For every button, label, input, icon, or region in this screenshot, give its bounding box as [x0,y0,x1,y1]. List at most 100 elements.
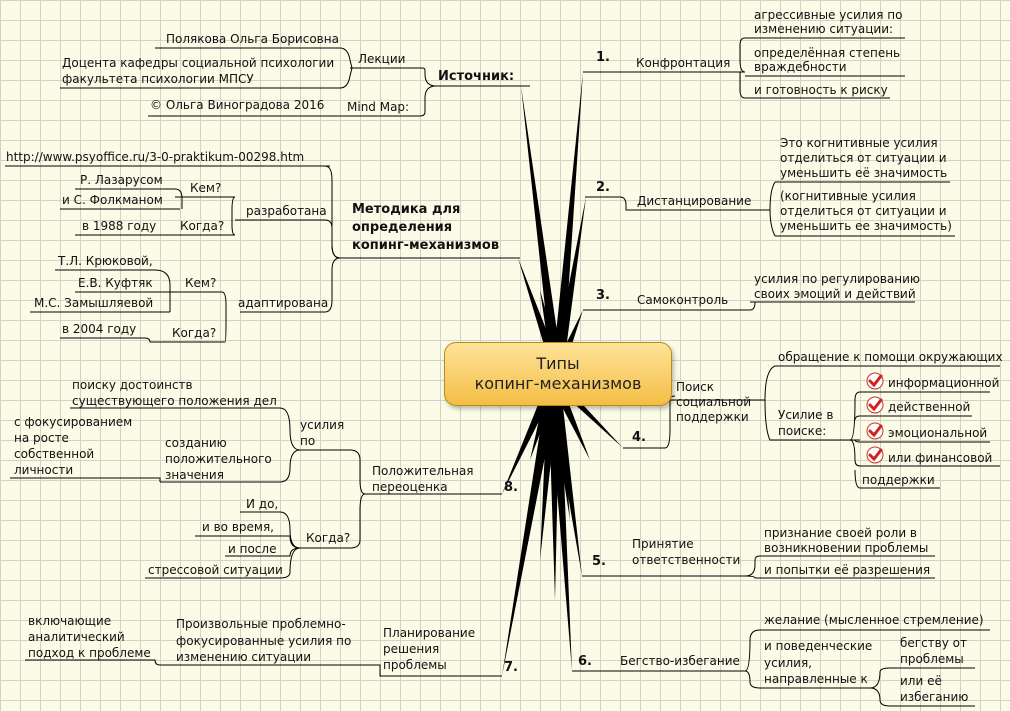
branch8-po2-line2[interactable]: положительного [165,452,272,466]
branch8-when4[interactable]: стрессовой ситуации [148,563,283,577]
branch1-detail1-line1[interactable]: агрессивные усилия по [754,8,903,22]
branch8-focus-line1[interactable]: с фокусированием [14,415,133,429]
branch8-po2-line1[interactable]: созданию [165,436,227,450]
branch4-option3[interactable]: эмоциональной [888,426,988,440]
branch2-number: 2. [596,180,610,195]
central-topic[interactable]: Типы копинг-механизмов [444,342,672,406]
branch8-focus-line3[interactable]: собственной [14,447,95,461]
source-title[interactable]: Источник: [438,69,515,84]
branch3-label[interactable]: Самоконтроль [637,293,729,307]
branch6-detail4-line2[interactable]: избеганию [900,690,969,704]
method-adapt-author3[interactable]: М.С. Замышляевой [34,296,154,310]
method-dev-author2[interactable]: и С. Фолкманом [62,193,163,207]
branch3-number: 3. [596,288,610,303]
branch8-when[interactable]: Когда? [306,531,351,545]
branch6-detail2-line1[interactable]: и поведенческие [764,639,873,653]
branch8-when1[interactable]: И до, [246,497,279,511]
source-lectures[interactable]: Лекции [358,52,406,66]
source-author[interactable]: Полякова Ольга Борисовна [166,32,339,46]
branch1-detail2-line2[interactable]: враждебности [754,60,847,74]
method-title-line2[interactable]: определения [352,220,453,235]
branch6-detail3-line2[interactable]: проблемы [900,652,964,666]
branch7-label-line1[interactable]: Планирование [383,626,476,640]
branch4-tail[interactable]: поддержки [862,473,935,487]
branch8-when3[interactable]: и после [228,542,277,556]
branch5-detail2[interactable]: и попытки её разрешения [764,563,931,577]
branch2-detail2-line1[interactable]: (когнитивные усилия [780,189,916,203]
method-dev-when[interactable]: Когда? [180,219,225,233]
method-title-line3[interactable]: копинг-механизмов [352,238,500,253]
branch5-detail1-line1[interactable]: признание своей роли в [764,526,918,540]
branch7-detail1-line1[interactable]: Произвольные проблемно- [176,617,346,631]
checkmark-icon [866,446,884,464]
branch4-usilie-line2[interactable]: поиске: [778,424,827,438]
branch7-detail1-line3[interactable]: изменению ситуации [176,650,312,664]
method-adapted[interactable]: адаптирована [238,296,329,310]
branch6-detail2-line2[interactable]: усилия, [764,656,812,670]
branch3-detail1-line1[interactable]: усилия по регулированию [754,272,921,286]
branch4-label-line2[interactable]: социальной [676,395,751,409]
branch8-focus-line4[interactable]: личности [14,463,74,477]
method-title-line1[interactable]: Методика для [352,202,461,217]
source-mindmap[interactable]: Mind Map: [347,100,410,114]
branch5-label-line2[interactable]: ответственности [632,553,741,567]
method-adapt-when[interactable]: Когда? [172,326,217,340]
branch8-focus-line2[interactable]: на росте [14,431,69,445]
branch8-label-line2[interactable]: переоценка [372,480,448,494]
branch8-when2[interactable]: и во время, [202,520,274,534]
branch8-label-line1[interactable]: Положительная [372,464,474,478]
branch8-po2-line3[interactable]: значения [165,468,224,482]
branch4-label-line1[interactable]: Поиск [676,380,715,394]
branch8-po1-line1[interactable]: поиску достоинств [72,378,193,392]
source-copyright[interactable]: © Ольга Виноградова 2016 [150,98,325,112]
method-adapt-author2[interactable]: Е.В. Куфтяк [78,276,153,290]
branch6-detail1[interactable]: желание (мысленное стремление) [764,613,984,627]
branch7-detail1-line2[interactable]: фокусированные усилия по [176,634,352,648]
branch7-detail2-line3[interactable]: подход к проблеме [28,646,151,660]
branch2-detail1-line1[interactable]: Это когнитивные усилия [780,136,938,150]
method-url[interactable]: http://www.psyoffice.ru/3-0-praktikum-00… [6,150,305,164]
branch6-label[interactable]: Бегство-избегание [620,654,740,668]
branch4-number: 4. [632,430,646,445]
branch2-detail2-line2[interactable]: отделиться от ситуации и [780,204,947,218]
branch1-detail2-line1[interactable]: определённая степень [754,46,901,60]
method-developed[interactable]: разработана [246,204,327,218]
branch1-detail1-line2[interactable]: изменению ситуации: [754,22,894,36]
method-adapt-who[interactable]: Кем? [185,276,217,290]
branch4-option4[interactable]: или финансовой [888,451,993,465]
branch-lines [5,37,1000,707]
branch7-detail2-line1[interactable]: включающие [28,614,112,628]
branch1-label[interactable]: Конфронтация [636,56,731,70]
branch4-option2[interactable]: действенной [888,400,971,414]
branch7-detail2-line2[interactable]: аналитический [28,630,125,644]
method-dev-author1[interactable]: Р. Лазарусом [80,173,163,187]
branch2-detail1-line3[interactable]: уменьшить её значимость [780,166,948,180]
branch8-po1-line2[interactable]: существующего положения дел [72,394,277,408]
branch7-label-line3[interactable]: проблемы [383,658,447,672]
branch3-detail1-line2[interactable]: своих эмоций и действий [754,287,916,301]
branch2-detail1-line2[interactable]: отделиться от ситуации и [780,151,947,165]
branch8-usilie-line2[interactable]: по [300,434,316,448]
method-dev-who[interactable]: Кем? [190,181,222,195]
branch2-detail2-line3[interactable]: уменьшить ее значимость) [780,219,952,233]
branch4-option1[interactable]: информационной [888,376,1000,390]
branch7-label-line2[interactable]: решения [383,642,440,656]
central-topic-line2: копинг-механизмов [474,374,642,393]
source-position-line1[interactable]: Доцента кафедры социальной психологии [62,56,335,70]
branch4-detail1[interactable]: обращение к помощи окружающих [778,350,1003,364]
branch6-detail3-line1[interactable]: бегству от [900,636,967,650]
branch4-label-line3[interactable]: поддержки [676,410,749,424]
branch5-label-line1[interactable]: Принятие [632,537,694,551]
method-dev-year[interactable]: в 1988 году [82,219,157,233]
source-position-line2[interactable]: факультета психологии МПСУ [62,72,254,86]
branch1-detail3[interactable]: и готовность к риску [754,83,888,97]
branch8-usilie-line1[interactable]: усилия [300,418,345,432]
method-adapt-year[interactable]: в 2004 году [62,322,137,336]
branch6-detail4-line1[interactable]: или её [900,674,942,688]
branch2-label[interactable]: Дистанцирование [637,194,752,208]
branch4-usilie-line1[interactable]: Усилие в [778,408,834,422]
branch6-detail2-line3[interactable]: направленные к [764,672,868,686]
branch5-detail1-line2[interactable]: возникновении проблемы [764,541,929,555]
method-adapt-author1[interactable]: Т.Л. Крюковой, [58,254,153,268]
branch7-number: 7. [504,660,518,675]
